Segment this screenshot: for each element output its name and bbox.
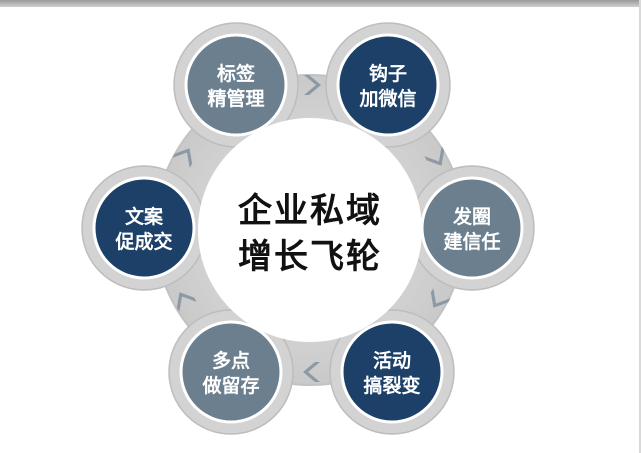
chevron-arrow-icon	[172, 148, 193, 168]
node-label-line1: 多点	[212, 349, 250, 372]
node-label-line1: 活动	[373, 349, 411, 372]
chevron-arrow-icon	[430, 288, 451, 308]
node-circle	[420, 176, 524, 280]
node-label-line2: 加微信	[358, 87, 416, 110]
node-label-line2: 精管理	[207, 87, 264, 110]
node-label-line1: 文案	[125, 205, 164, 228]
node-label-line1: 标签	[217, 62, 256, 85]
node-label-line2: 搞裂变	[363, 374, 420, 397]
node-label-line2: 建信任	[443, 230, 500, 253]
center-title-line1: 企业私域	[238, 191, 382, 231]
node-moments-trust: 发圈 建信任	[420, 176, 524, 280]
center-title-line2: 增长飞轮	[238, 237, 382, 277]
top-cropped-strip	[0, 0, 641, 7]
node-copy-conversion: 文案 促成交	[92, 176, 196, 280]
right-frame-line	[639, 0, 641, 453]
node-tag-management: 标签 精管理	[184, 33, 288, 137]
node-label-line2: 促成交	[114, 230, 172, 253]
node-multi-touch-retention: 多点 做留存	[179, 320, 283, 424]
chevron-arrow-icon	[303, 362, 320, 382]
node-circle	[340, 320, 444, 424]
chevron-arrow-icon	[304, 75, 321, 95]
node-circle	[184, 33, 288, 137]
node-label-line1: 钩子	[369, 62, 407, 85]
node-circle	[179, 320, 283, 424]
flow-arrows	[172, 75, 451, 382]
chevron-arrow-icon	[176, 292, 197, 312]
node-hook-add-wechat: 钩子 加微信	[336, 33, 440, 137]
center-title: 企业私域 增长飞轮	[238, 191, 382, 277]
node-label-line2: 做留存	[201, 374, 259, 397]
node-circle	[92, 176, 196, 280]
node-circle	[336, 33, 440, 137]
node-activity-fission: 活动 搞裂变	[340, 320, 444, 424]
node-label-line1: 发圈	[452, 205, 491, 228]
chevron-arrow-icon	[424, 146, 445, 166]
